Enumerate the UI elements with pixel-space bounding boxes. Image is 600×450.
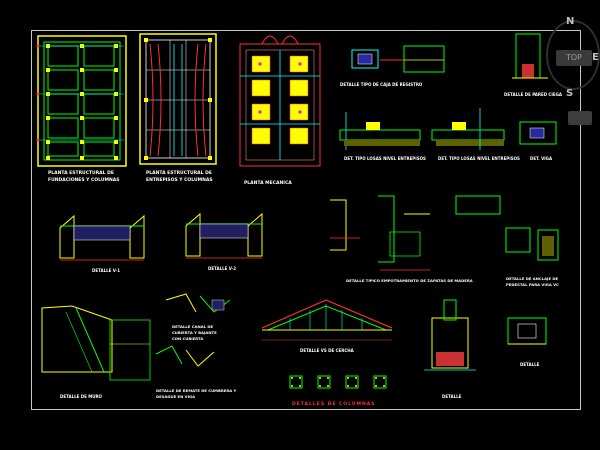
sheet-border (31, 30, 581, 410)
detail-anclaje[interactable]: DETALLE DE ANCLAJE DE PEDESTAL PARA VIGA… (505, 227, 559, 287)
detail-empotramiento[interactable]: DETALLE TIPICO EMPOTRAMIENTO DE ZAPATAS … (330, 195, 501, 283)
caption-canal-2: CUBIERTA Y BAJANTE (172, 330, 217, 335)
caption-pared: DETALLE DE PARED CIEGA (504, 92, 563, 97)
caption-anclaje-2: PEDESTAL PARA VIGA VC (506, 282, 559, 287)
caption-muro: DETALLE DE MURO (60, 394, 103, 399)
compass-south-label[interactable]: S (566, 88, 574, 99)
navbar-button[interactable] (568, 111, 592, 125)
detail-a1[interactable]: DETALLE V-1 (59, 214, 145, 273)
caption-foundations-2: FUNDACIONES Y COLUMNAS (48, 177, 119, 183)
caption-mecanica: PLANTA MECANICA (244, 180, 292, 186)
detail-remate[interactable]: DETALLE DE REMATE DE CUMBRERA Y DESAGUE … (155, 345, 237, 399)
plan-mecanica[interactable]: PLANTA MECANICA (239, 35, 321, 186)
compass-east-label[interactable]: E (592, 52, 599, 63)
detail-zapata[interactable]: DETALLE (424, 299, 476, 399)
detail-canal[interactable]: DETALLE CANAL DE CUBIERTA Y BAJANTE CON … (165, 293, 231, 341)
caption-entrepisos-2: ENTREPISOS Y COLUMNAS (146, 177, 213, 183)
caption-anclaje-1: DETALLE DE ANCLAJE DE (506, 276, 559, 281)
caption-remate-2: DESAGUE EN VIGA (156, 394, 195, 399)
caption-columnas: DETALLES DE COLUMNAS (292, 401, 375, 407)
detail-muro[interactable]: DETALLE DE MURO (41, 305, 151, 399)
detail-caja-registro[interactable]: DETALLE TIPO DE CAJA DE REGISTRO (340, 45, 445, 87)
caption-empotramiento: DETALLE TIPICO EMPOTRAMIENTO DE ZAPATAS … (346, 278, 473, 283)
caption-viga: DET. VIGA (530, 156, 553, 161)
caption-losa-2: DET. TIPO LOSAS NIVEL ENTREPISOS (438, 156, 520, 161)
detail-columnas[interactable]: DETALLES DE COLUMNAS (289, 375, 387, 407)
compass-north-label[interactable]: N (566, 16, 575, 27)
detail-pedestal[interactable]: DETALLE (507, 317, 547, 367)
caption-zapata: DETALLE (442, 394, 462, 399)
caption-pedestal: DETALLE (520, 362, 540, 367)
caption-a1: DETALLE V-1 (92, 268, 120, 273)
view-top-button[interactable]: TOP (556, 50, 592, 66)
caption-foundations-1: PLANTA ESTRUCTURAL DE (48, 170, 114, 176)
viewcube[interactable]: N E S TOP (536, 6, 600, 104)
caption-canal-3: CON CUBIERTA (172, 336, 203, 341)
caption-canal-1: DETALLE CANAL DE (172, 324, 213, 329)
caption-caja: DETALLE TIPO DE CAJA DE REGISTRO (340, 82, 423, 87)
detail-losa-1[interactable]: DET. TIPO LOSAS NIVEL ENTREPISOS (339, 112, 426, 161)
caption-losa-1: DET. TIPO LOSAS NIVEL ENTREPISOS (344, 156, 426, 161)
detail-pared-ciega[interactable]: DETALLE DE PARED CIEGA (504, 33, 563, 97)
detail-a2[interactable]: DETALLE V-2 (185, 212, 263, 271)
plan-foundations[interactable]: PLANTA ESTRUCTURAL DE FUNDACIONES Y COLU… (36, 35, 127, 183)
detail-losa-2[interactable]: DET. TIPO LOSAS NIVEL ENTREPISOS (431, 108, 520, 161)
caption-entrepisos-1: PLANTA ESTRUCTURAL DE (146, 170, 212, 176)
caption-a2: DETALLE V-2 (208, 266, 236, 271)
plan-entrepisos[interactable]: PLANTA ESTRUCTURAL DE ENTREPISOS Y COLUM… (139, 33, 217, 183)
detail-cercha[interactable]: DETALLE VS DE CERCHA (261, 299, 393, 353)
caption-remate-1: DETALLE DE REMATE DE CUMBRERA Y (156, 388, 237, 393)
detail-viga[interactable]: DET. VIGA (519, 121, 557, 161)
compass-ring[interactable] (546, 20, 600, 90)
caption-cercha: DETALLE VS DE CERCHA (300, 348, 355, 353)
